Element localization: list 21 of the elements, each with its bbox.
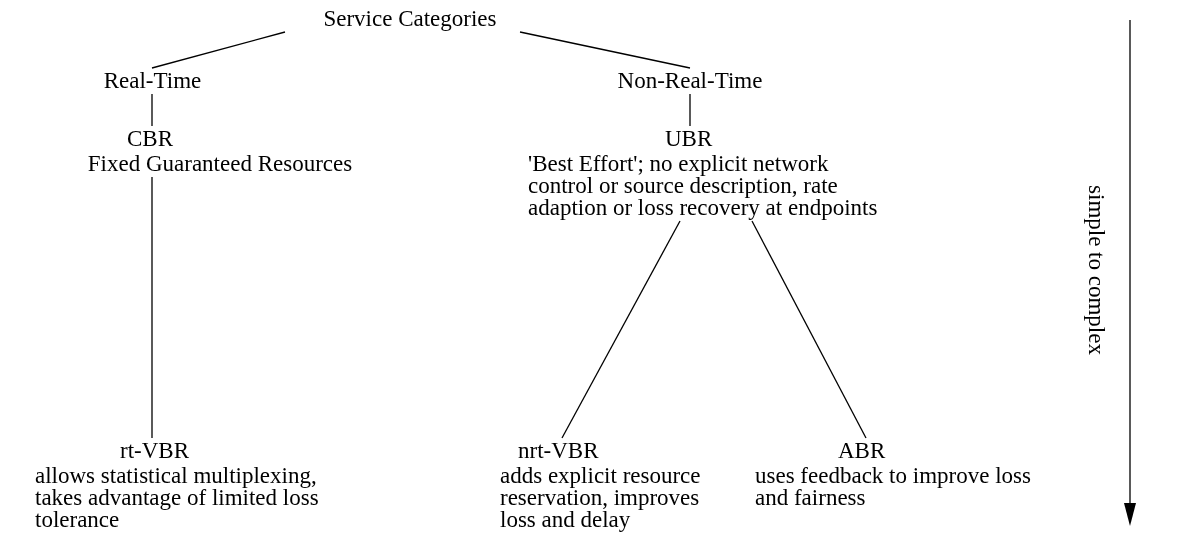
axis-label: simple to complex [1083,185,1109,355]
connector-line [561,220,681,439]
category-description: adds explicit resource reservation, improves loss and delay [500,465,702,531]
category-title: Real-Time [102,70,203,92]
connector-line [751,220,867,439]
category-title: Non-Real-Time [616,70,764,92]
category-title: UBR [664,128,714,150]
category-title: Service Categories [322,8,498,30]
category-title: ABR [837,440,887,462]
category-title: nrt-VBR [517,440,600,462]
connector-line [151,93,153,127]
category-title: CBR [126,128,175,150]
category-description: Fixed Guaranteed Resources [86,153,354,175]
connector-line [151,31,286,69]
category-description: 'Best Effort'; no explicit network control or source description, rate adaption or loss recovery at endpoints [528,153,879,219]
category-description: allows statistical multiplexing, takes advantage of limited loss tolerance [35,465,320,531]
category-description: uses feedback to improve loss and fairness [755,465,1032,509]
connector-line [689,93,691,127]
connector-line [519,31,691,69]
category-title: rt-VBR [119,440,190,462]
connector-line [151,176,153,439]
